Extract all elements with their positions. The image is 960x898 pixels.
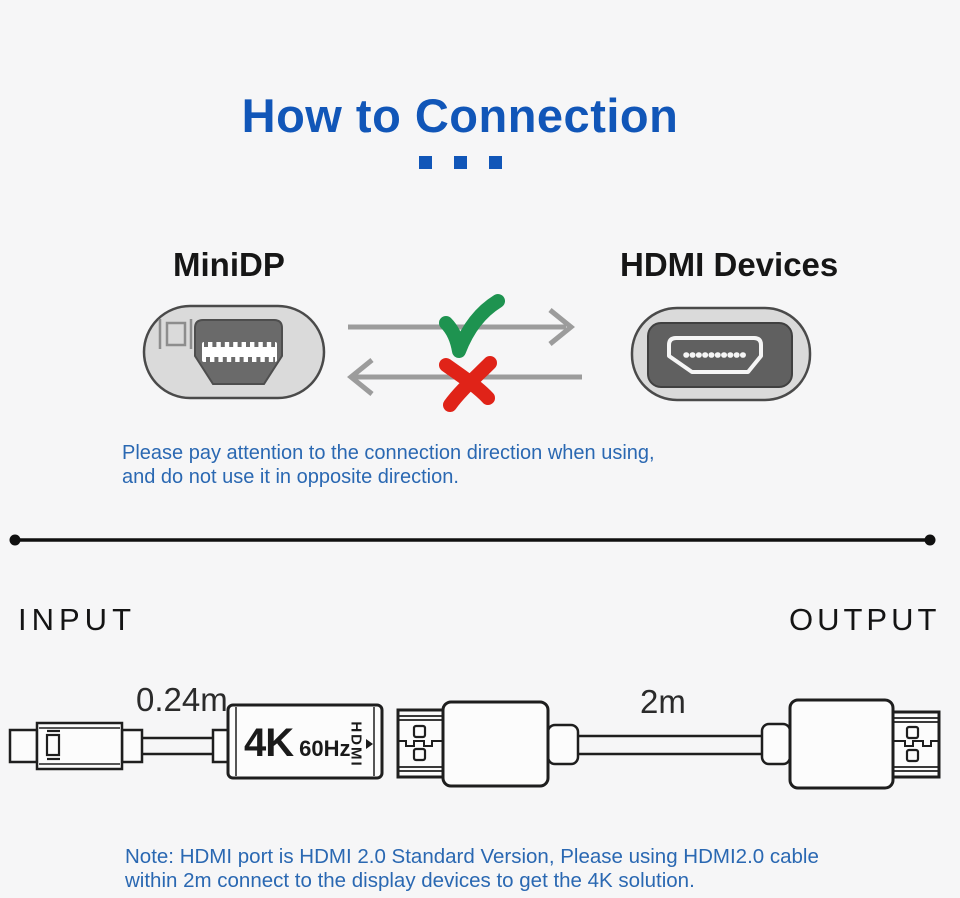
input-label: INPUT [18,602,136,637]
page-title: How to Connection [241,89,679,142]
adapter-refresh-label: 60Hz [299,736,351,761]
check-icon [439,294,505,358]
adapter-cable-length-label: 0.24m [136,681,228,718]
square-bullet [418,156,432,169]
minidp-logo-icon [158,319,193,349]
adapter-resolution-label: 4K [244,721,294,765]
minidp-port-icon [142,304,326,400]
minidp-label: MiniDP [173,246,285,283]
caution-text: Please pay attention to the connection d… [122,442,655,489]
cross-icon [439,356,497,412]
caution-line-2: and do not use it in opposite direction. [122,465,459,488]
minidp-plug-drawing [8,721,230,771]
note-line-1: Note: HDMI port is HDMI 2.0 Standard Ver… [125,845,819,868]
hdmi-direction-arrow-icon [366,739,373,749]
square-bullet [453,156,467,169]
note-line-2: within 2m connect to the display devices… [125,869,695,892]
output-label: OUTPUT [789,602,941,637]
minidp-logo-small-icon [45,729,61,761]
hdmi-socket-outline [667,336,763,374]
adapter-body-drawing [226,703,384,780]
hdmi-port-icon [630,306,812,402]
caution-line-1: Please pay attention to the connection d… [122,442,655,464]
hdmi-cable-length-label: 2m [640,683,686,720]
title-separator-squares [0,156,940,169]
adapter-hdmi-label: HDMI [347,721,365,768]
note-text: Note: HDMI port is HDMI 2.0 Standard Ver… [125,845,819,893]
hdmi-plug-left-drawing [396,700,580,788]
direction-arrows [347,294,582,412]
hdmi-plug-right-drawing [760,698,941,790]
square-bullet [488,156,502,169]
hdmi-devices-label: HDMI Devices [620,246,839,283]
adapter-markings: 4K 60Hz [244,721,364,766]
cable-drawing [8,698,941,790]
hdmi-cable-lines [578,734,764,756]
section-divider [9,534,936,546]
